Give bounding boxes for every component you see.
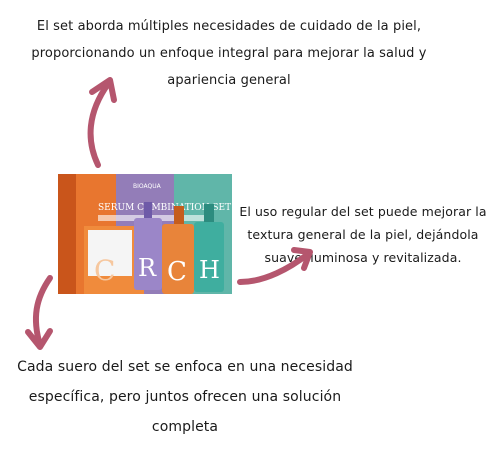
bottle-letter-h: H: [199, 256, 220, 284]
arrow-up: [87, 81, 111, 168]
box-title: SERUM COMBINATION SET: [98, 203, 231, 213]
bottle-r: R: [134, 202, 162, 290]
annotation-top: El set aborda múltiples necesidades de c…: [31, 19, 427, 88]
bottle-h: H: [194, 204, 224, 292]
bottle-letter-c: C: [167, 257, 187, 287]
bottle-c: C: [162, 206, 194, 294]
annotation-right: El uso regular del set puede mejorar la …: [239, 204, 487, 265]
arrow-right-head: [291, 247, 313, 271]
product-image: BIOAQUA SERUM COMBINATION SET C R C H: [58, 174, 232, 294]
arrow-right: [237, 251, 311, 285]
bottle-letter-r: R: [138, 254, 157, 282]
arrow-down: [32, 275, 53, 348]
brand-label: BIOAQUA: [133, 183, 162, 190]
annotation-bottom: Cada suero del set se enfoca en una nece…: [17, 359, 353, 435]
box-letter: C: [94, 254, 115, 287]
arrow-up-head: [89, 77, 117, 103]
arrow-down-head: [25, 328, 53, 350]
